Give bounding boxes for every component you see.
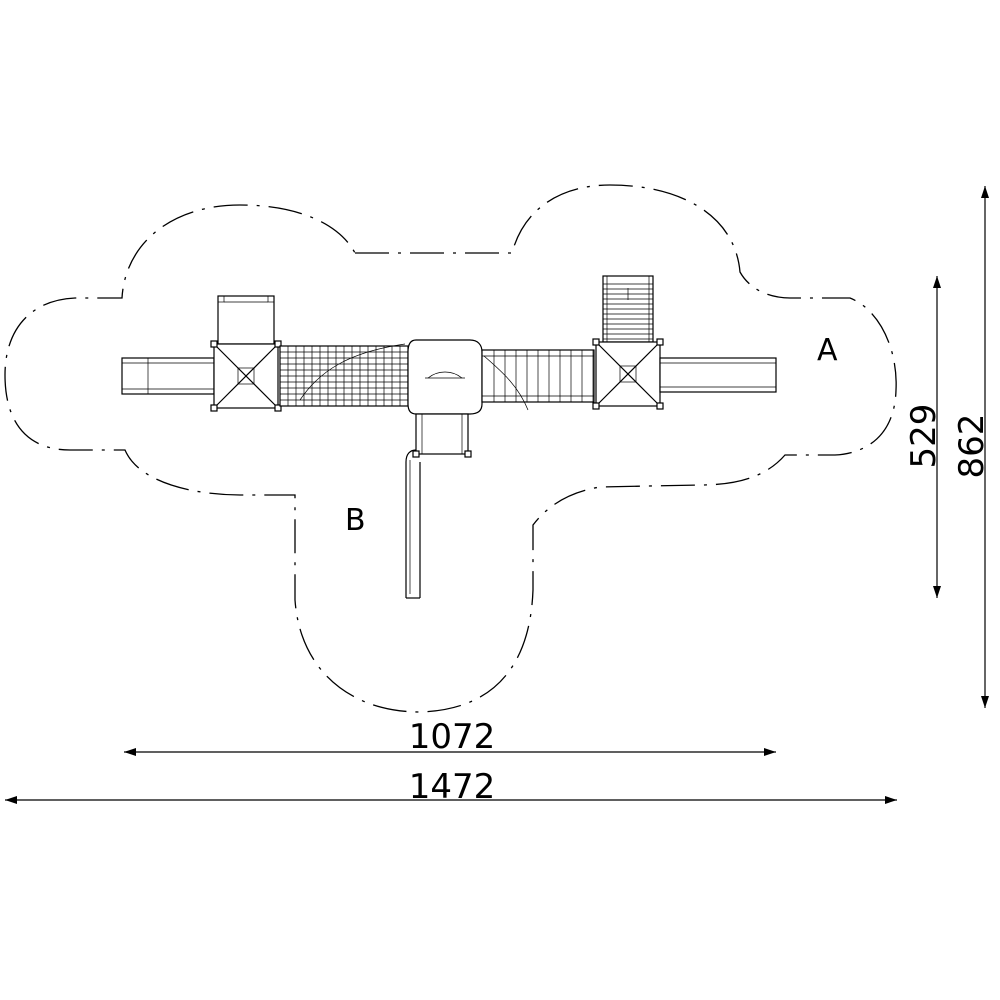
dimension-total-depth: 862 xyxy=(952,186,992,708)
slat-bridge xyxy=(481,349,595,411)
dimension-label-1472: 1472 xyxy=(409,767,496,807)
left-tower xyxy=(210,340,282,412)
right-slide xyxy=(659,357,777,393)
safety-zone-outline xyxy=(4,184,897,713)
dimension-inner-width: 1072 xyxy=(124,717,776,757)
zone-label-b: B xyxy=(345,503,366,538)
left-top-step xyxy=(217,295,275,345)
right-top-ladder xyxy=(602,275,654,343)
lower-platform xyxy=(412,413,472,458)
dimension-inner-depth: 529 xyxy=(904,276,944,598)
dimension-label-1072: 1072 xyxy=(409,717,496,757)
dimension-label-529: 529 xyxy=(904,404,944,469)
fire-pole-slide xyxy=(405,449,421,599)
net-bridge xyxy=(279,343,409,407)
dimension-total-width: 1472 xyxy=(5,767,897,807)
dimension-label-862: 862 xyxy=(952,414,992,479)
zone-label-a: A xyxy=(817,333,838,368)
left-slide xyxy=(121,357,215,395)
central-platform xyxy=(407,339,483,415)
right-tower xyxy=(592,338,664,410)
